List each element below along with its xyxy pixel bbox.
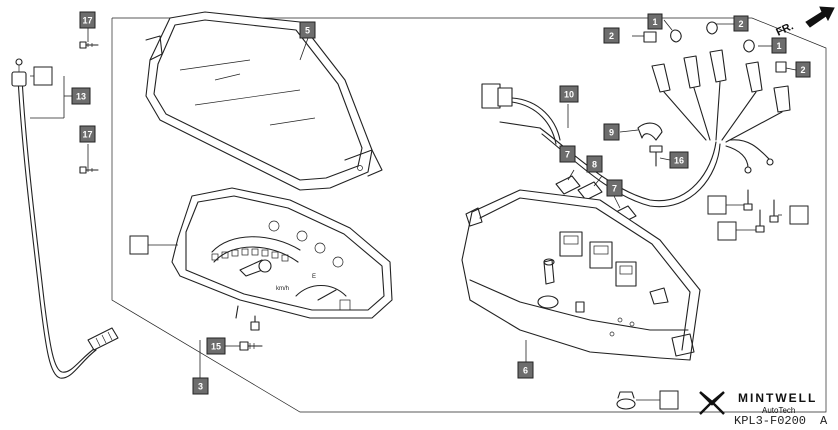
speed-unit-label: km/h	[276, 286, 289, 292]
callout-10: 10	[559, 85, 579, 103]
brand-subtitle: AutoTech	[762, 406, 795, 415]
callout-5: 5	[299, 21, 316, 39]
callout-3: 3	[192, 377, 209, 395]
callout-17-bottom: 17	[79, 125, 96, 143]
arrow-right-icon	[805, 6, 835, 28]
svg-text:13: 13	[76, 92, 86, 102]
callout-16: 16	[669, 151, 689, 169]
callout-1-right: 1	[771, 37, 787, 54]
brand-logo: MINTWELL AutoTech	[699, 391, 817, 415]
svg-text:7: 7	[565, 150, 570, 160]
svg-text:1: 1	[652, 17, 657, 27]
meter-lens-cover	[145, 11, 383, 191]
callout-7-top: 7	[559, 145, 576, 163]
brand-logo-icon	[699, 391, 725, 415]
callout-17-top: 17	[79, 11, 96, 29]
callout-1-top: 1	[647, 13, 663, 30]
harness-clamp-9	[637, 122, 663, 141]
svg-text:3: 3	[198, 382, 203, 392]
bulb-sockets	[643, 21, 791, 174]
callout-screw-blank-3	[717, 221, 737, 241]
svg-text:5: 5	[305, 26, 310, 36]
svg-text:1: 1	[776, 41, 781, 51]
svg-text:10: 10	[564, 90, 574, 100]
callout-screw-blank-1	[707, 195, 727, 215]
front-direction-label: FR.	[774, 20, 795, 38]
meter-cluster: E km/h	[171, 187, 393, 331]
svg-text:2: 2	[609, 31, 614, 41]
svg-text:9: 9	[609, 128, 614, 138]
callout-2-left: 2	[603, 27, 620, 44]
svg-text:15: 15	[211, 342, 221, 352]
speedometer-cable	[11, 58, 119, 379]
meter-case	[461, 189, 701, 361]
callout-gauge-blank	[129, 235, 149, 255]
grommet	[616, 391, 636, 410]
assembly-frame	[111, 17, 827, 413]
callout-9: 9	[603, 123, 620, 141]
callout-grommet-blank	[659, 390, 679, 410]
callout-8: 8	[586, 155, 603, 173]
front-direction-indicator: FR.	[774, 6, 835, 39]
callout-13-blank	[33, 66, 53, 86]
brand-name: MINTWELL	[738, 391, 817, 405]
bolt-15	[239, 341, 263, 351]
svg-text:17: 17	[82, 130, 92, 140]
svg-text:7: 7	[612, 184, 617, 194]
revision-letter: A	[820, 414, 828, 428]
svg-text:6: 6	[523, 366, 528, 376]
svg-text:16: 16	[674, 156, 684, 166]
screw-17-top	[79, 41, 99, 49]
callout-6: 6	[517, 361, 534, 379]
callout-15: 15	[206, 337, 226, 355]
wire-harness	[481, 83, 721, 208]
diagram-code: KPL3-F0200	[734, 414, 806, 428]
callout-2-top-right: 2	[733, 15, 749, 32]
svg-text:2: 2	[800, 65, 805, 75]
case-screws	[743, 189, 779, 233]
callout-screw-blank-2	[789, 205, 809, 225]
callout-2-right: 2	[795, 61, 811, 78]
fuel-empty-letter: E	[312, 274, 316, 280]
svg-text:2: 2	[738, 19, 743, 29]
screw-16	[649, 145, 663, 167]
screw-17-bottom	[79, 166, 99, 174]
callout-7-bottom: 7	[606, 179, 623, 197]
svg-text:8: 8	[592, 160, 597, 170]
callout-13: 13	[71, 87, 91, 105]
svg-text:17: 17	[82, 16, 92, 26]
